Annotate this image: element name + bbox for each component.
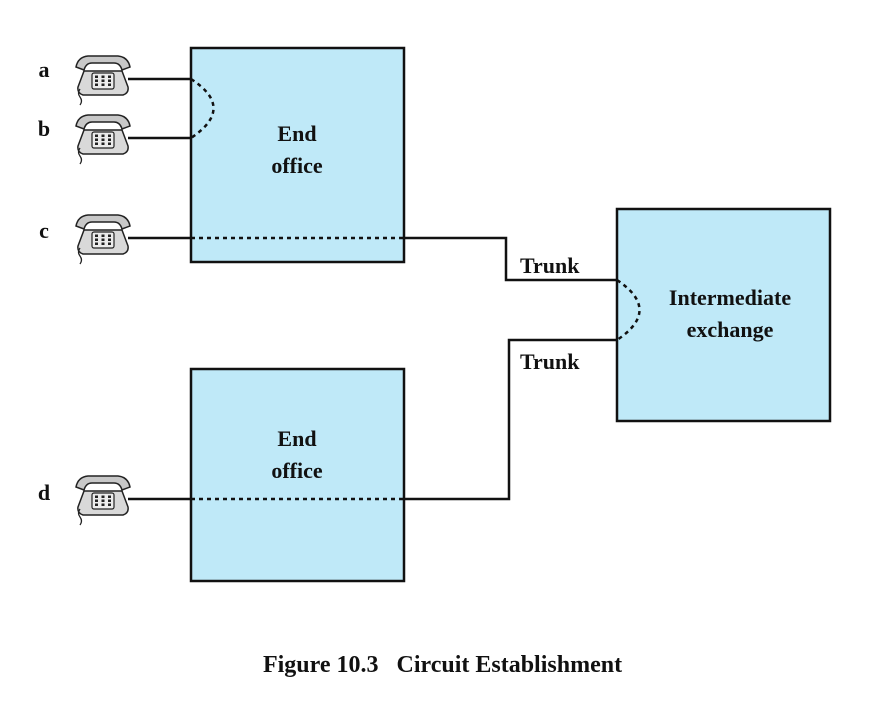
phone-label-a: a <box>39 57 50 82</box>
circuit-establishment-diagram: a b c d End office End office Intermedia… <box>38 46 832 583</box>
intermediate-exchange-label-line2: exchange <box>687 317 774 342</box>
telephone-icon <box>75 55 131 106</box>
phone-label-b: b <box>38 116 50 141</box>
phone-label-d: d <box>38 480 50 505</box>
trunk-upper-line <box>404 236 617 282</box>
end-office-bottom-box <box>189 367 406 583</box>
trunk-lower-line <box>404 338 617 501</box>
end-office-top-box <box>189 46 406 264</box>
end-office-top-label-line1: End <box>277 121 316 146</box>
circuit-a-b <box>190 77 215 140</box>
telephone-icon <box>75 214 131 265</box>
circuit-exchange <box>616 278 641 342</box>
figure-caption: Figure 10.3 Circuit Establishment <box>0 652 885 679</box>
trunk-upper-label: Trunk <box>520 253 580 278</box>
figure-title: Circuit Establishment <box>396 652 623 678</box>
intermediate-exchange-box <box>615 207 832 423</box>
telephone-icon <box>75 114 131 165</box>
end-office-top-label-line2: office <box>271 153 323 178</box>
intermediate-exchange-label-line1: Intermediate <box>669 285 791 310</box>
phone-label-c: c <box>39 218 49 243</box>
end-office-bottom-label-line1: End <box>277 426 316 451</box>
telephone-icon <box>75 475 131 526</box>
trunk-lower-label: Trunk <box>520 349 580 374</box>
end-office-bottom-label-line2: office <box>271 458 323 483</box>
figure-number: Figure 10.3 <box>262 652 379 678</box>
